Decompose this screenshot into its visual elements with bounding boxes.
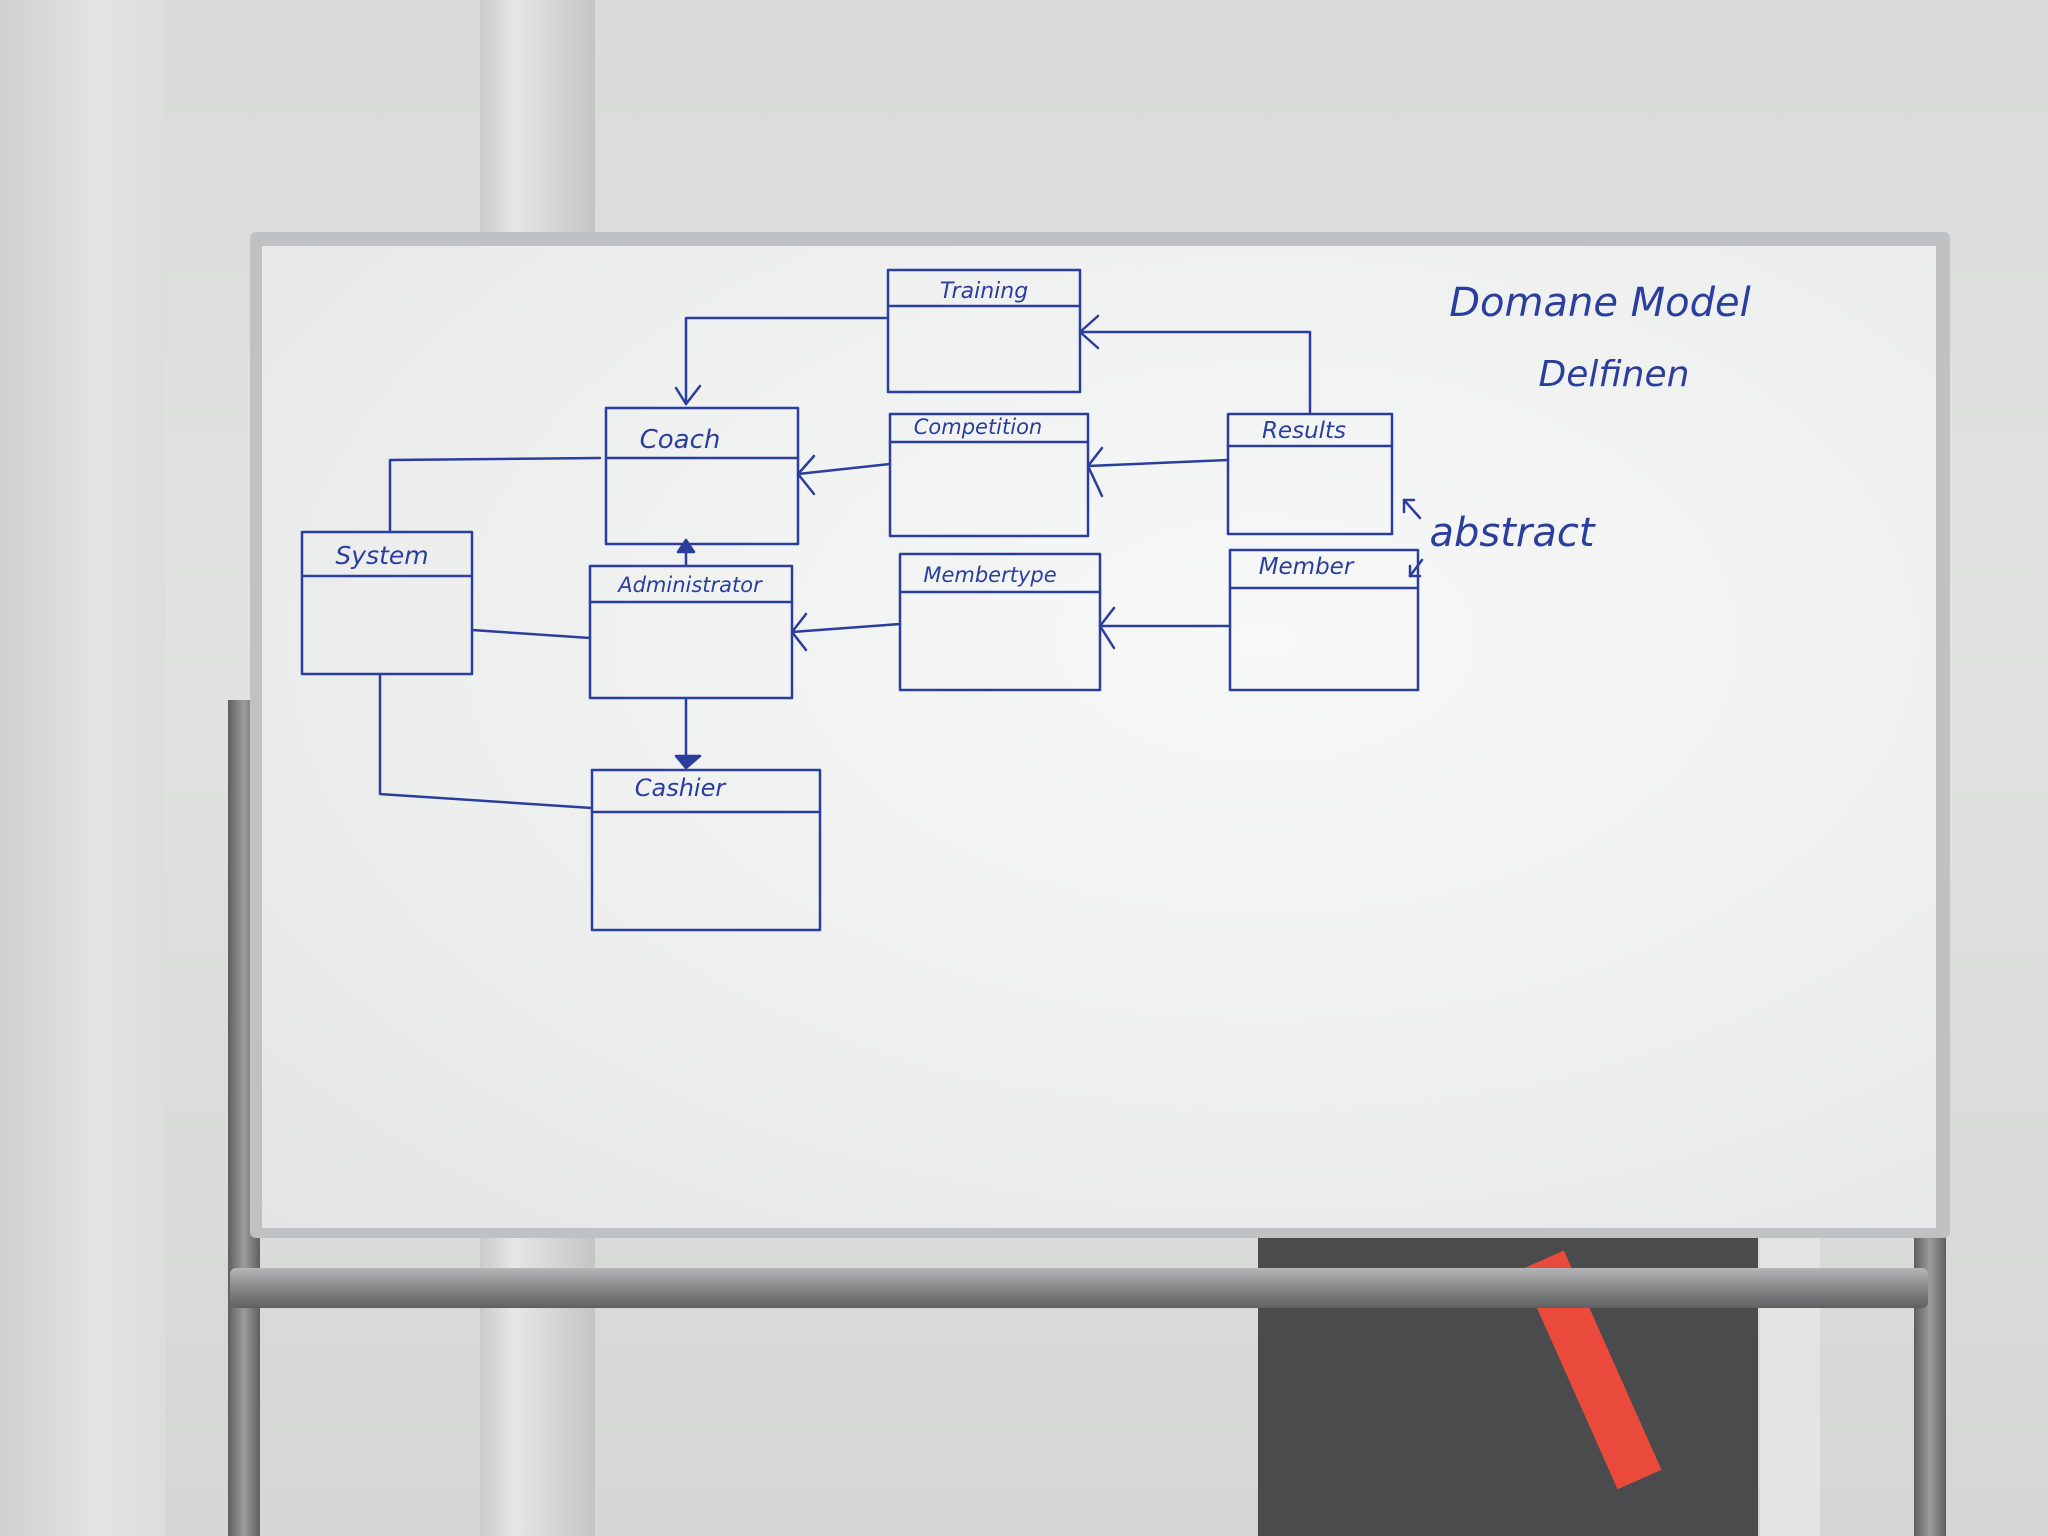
box-membertype [898, 552, 1102, 692]
label-administrator: Administrator [616, 573, 763, 597]
label-training: Training [940, 279, 1028, 304]
box-member [1228, 548, 1420, 692]
label-competition: Competition [914, 415, 1043, 439]
connectors [378, 314, 1424, 810]
diagram-title: Domane Model [1449, 280, 1751, 326]
label-cashier: Cashier [635, 774, 728, 802]
label-member: Member [1259, 554, 1355, 580]
box-competition [888, 412, 1090, 538]
label-system: System [335, 541, 428, 570]
label-coach: Coach [640, 425, 721, 455]
labels: Training Coach Competition Results Syste… [335, 279, 1750, 802]
box-cashier [590, 768, 822, 932]
diagram-subtitle: Delfinen [1539, 354, 1690, 395]
label-membertype: Membertype [923, 563, 1056, 587]
whiteboard [262, 246, 1936, 1228]
wall-left [0, 0, 165, 1536]
label-results: Results [1262, 418, 1346, 444]
stand-crossbar [230, 1268, 1928, 1308]
abstract-note: abstract [1429, 510, 1595, 556]
box-system [300, 530, 474, 676]
